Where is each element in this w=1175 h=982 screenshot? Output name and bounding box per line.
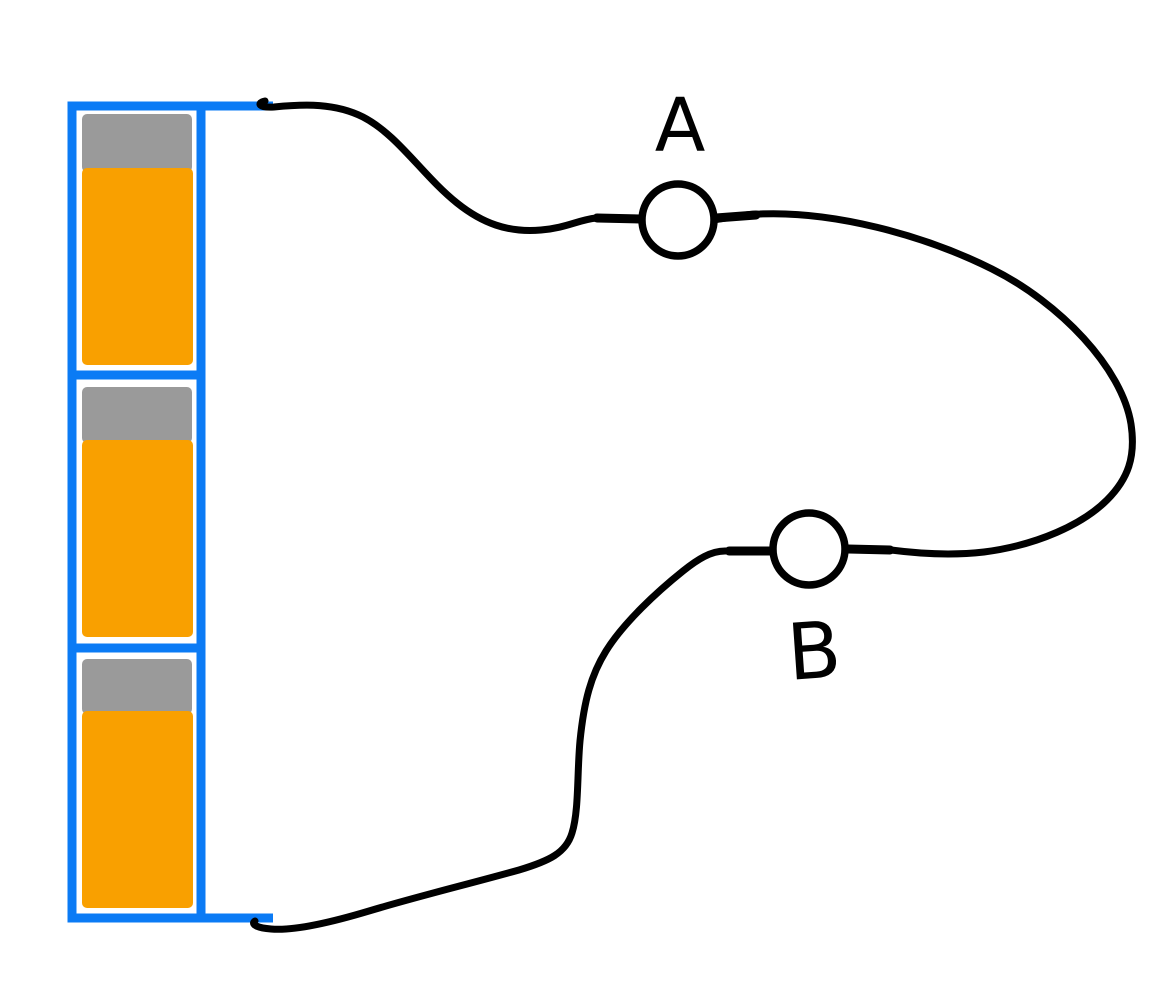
meter-b-right-lead: [843, 544, 895, 555]
meter-lead-strokes: [592, 210, 895, 556]
meter-a-circle: [638, 180, 718, 260]
battery-holder-outline: [67, 101, 206, 923]
cell-3-cap: [82, 659, 192, 714]
meters: [638, 180, 849, 589]
cell-3-body: [82, 711, 193, 908]
meter-a-label: A: [655, 83, 706, 169]
cell-1-cap: [82, 114, 192, 172]
meter-b-label: B: [784, 605, 844, 699]
meter-a-right-lead: [711, 210, 761, 223]
meter-labels: A B: [655, 83, 844, 699]
battery-holder-frame: [67, 101, 273, 923]
cell-2-cap: [82, 387, 192, 443]
cell-1-body: [82, 168, 193, 365]
cell-2-body: [82, 440, 193, 637]
battery-cell-bodies: [82, 168, 193, 908]
meter-a-left-lead: [592, 213, 646, 224]
wire-battery-top-to-meter-a: [256, 97, 647, 235]
wire-meter-b-to-battery-bottom: [250, 547, 776, 933]
meter-b-circle: [769, 509, 849, 589]
circuit-wires: [250, 97, 1136, 933]
battery-cell-caps: [82, 114, 192, 714]
wire-meter-a-to-meter-b: [710, 210, 1136, 558]
